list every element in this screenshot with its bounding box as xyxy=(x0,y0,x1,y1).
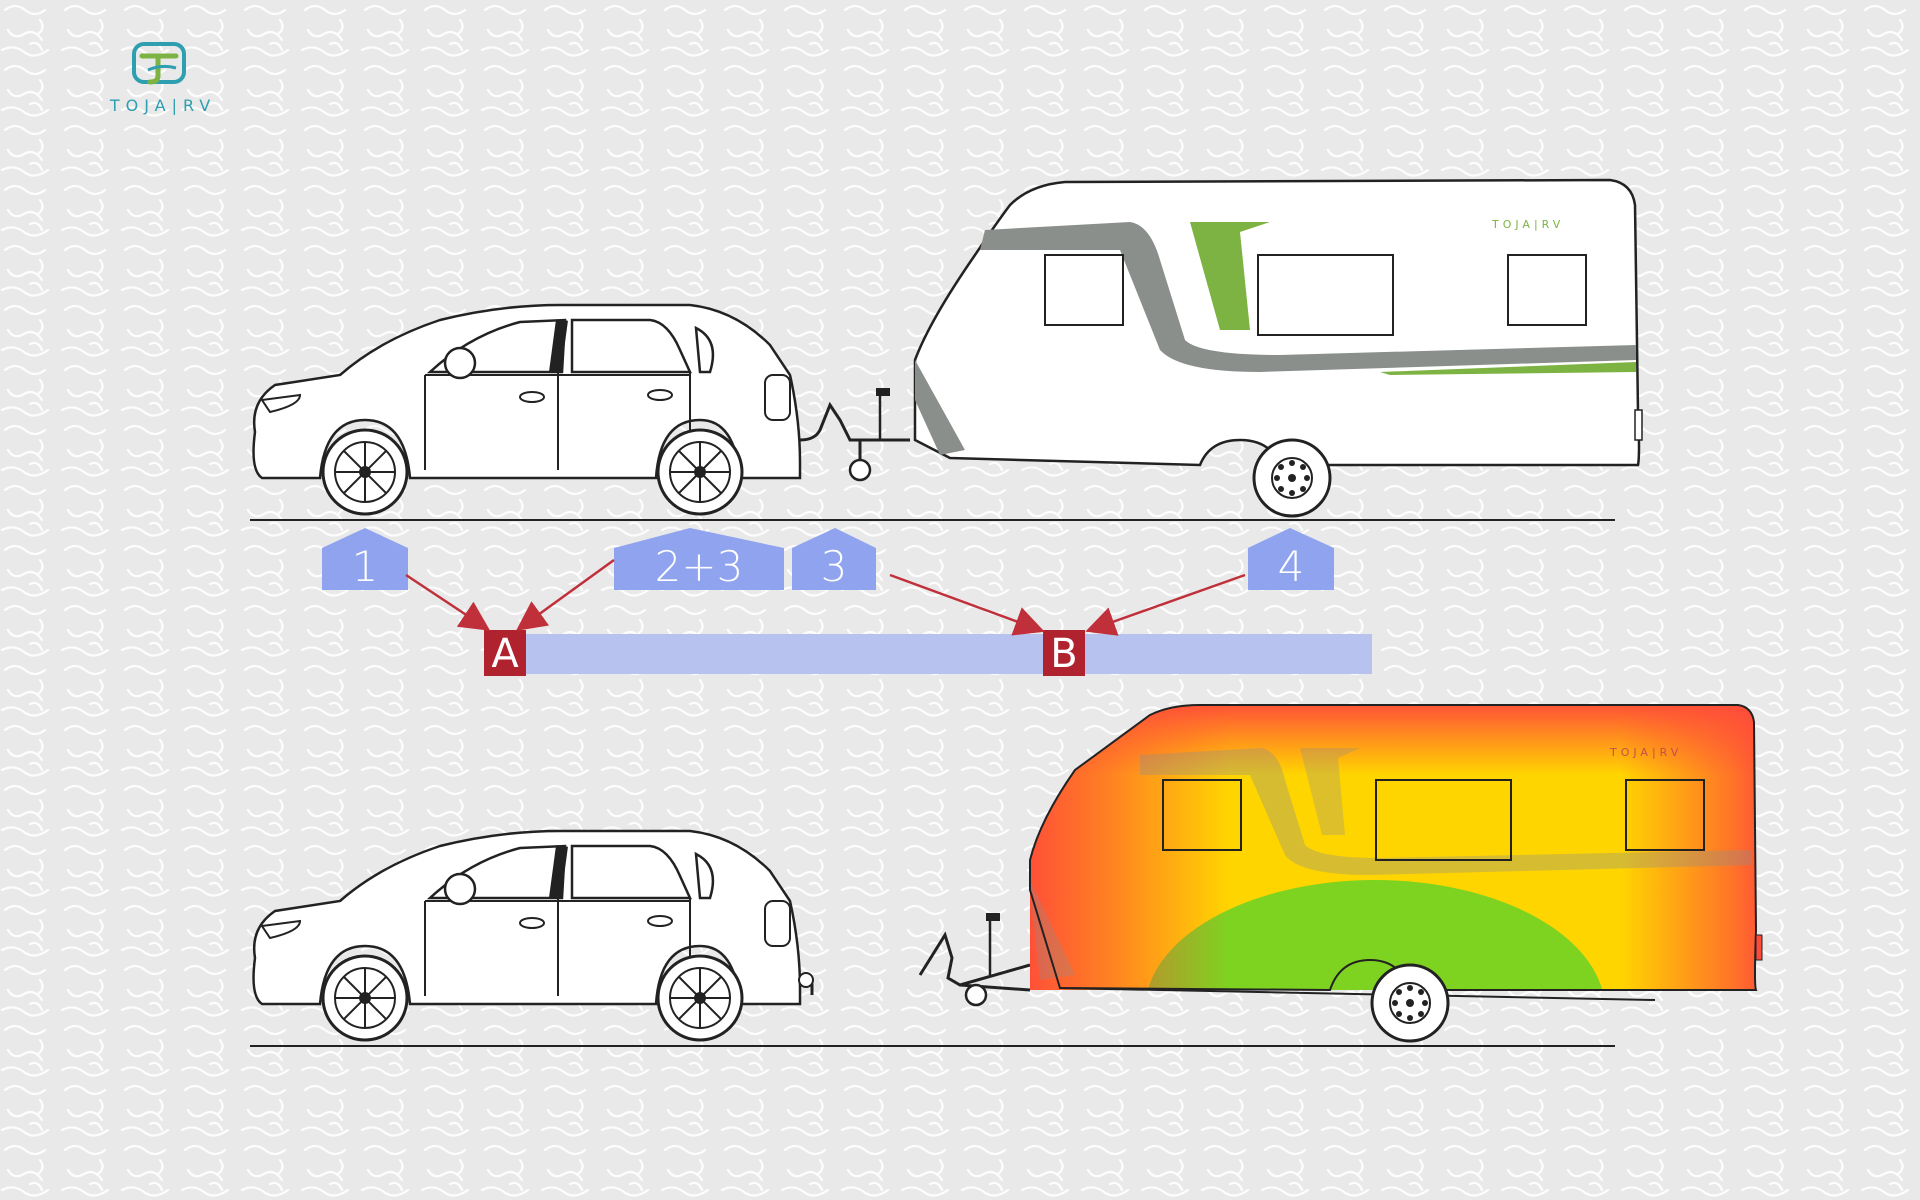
point-b: B xyxy=(1050,631,1078,677)
caravan-heatmap xyxy=(1029,704,1763,1043)
callout-4: 4 xyxy=(1277,542,1305,591)
callout-3: 3 xyxy=(820,542,848,591)
callout-2-3-shape xyxy=(614,528,784,590)
tow-hitch-bottom xyxy=(918,931,1031,987)
force-arrows xyxy=(405,558,1246,636)
callout-2-3: 2+3 xyxy=(654,542,744,591)
trailer-brand-bottom: TOJA|RV xyxy=(1610,746,1683,759)
tow-hitch-top xyxy=(799,401,910,442)
logo-text: TOJA|RV xyxy=(109,96,217,115)
callout-4-shape xyxy=(1248,528,1334,590)
callout-3-shape xyxy=(792,528,876,590)
brand-logo[interactable]: TOJA|RV xyxy=(78,42,248,122)
car-top xyxy=(254,305,800,514)
point-a-box xyxy=(484,630,526,676)
trailer-brand-top: TOJA|RV xyxy=(1492,218,1565,231)
callout-1: 1 xyxy=(351,542,379,591)
axle-bar xyxy=(500,634,1372,674)
point-a: A xyxy=(491,631,519,677)
caravan-top xyxy=(913,178,1643,518)
point-b-box xyxy=(1043,630,1085,676)
callout-1-shape xyxy=(322,528,408,590)
car-bottom xyxy=(254,831,800,1040)
toja-rv-logo-icon xyxy=(132,42,186,85)
